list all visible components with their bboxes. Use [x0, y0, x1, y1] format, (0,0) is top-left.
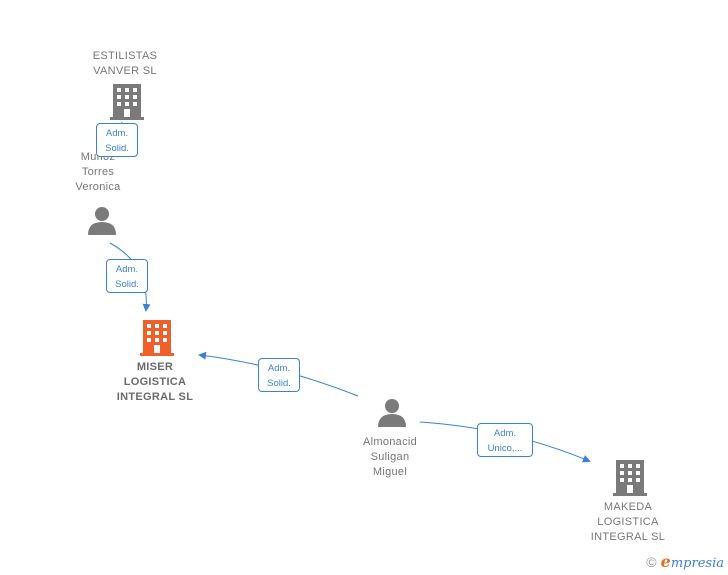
node-estilistas[interactable]: ESTILISTAS VANVER SL [65, 49, 185, 79]
building-icon-highlight [140, 320, 174, 356]
brand-logo-e: e [660, 552, 671, 571]
edge-badge-almonacid-miser[interactable]: Adm. Solid. [258, 358, 300, 392]
edge-badge-almonacid-makeda[interactable]: Adm. Unico,... [477, 423, 533, 457]
edge-badge-munoz-estilistas[interactable]: Adm. Solid. [96, 123, 138, 157]
person-icon [88, 207, 116, 235]
copyright-icon: © [646, 554, 657, 570]
person-icon [378, 399, 406, 427]
building-icon [613, 460, 647, 496]
node-almonacid[interactable]: Almonacid Suligan Miguel [340, 435, 440, 480]
node-makeda[interactable]: MAKEDA LOGISTICA INTEGRAL SL [568, 500, 688, 545]
node-makeda-label: MAKEDA LOGISTICA INTEGRAL SL [590, 501, 666, 543]
brand-logo-text: mpresia [670, 556, 724, 571]
node-miser[interactable]: MISER LOGISTICA INTEGRAL SL [95, 360, 215, 405]
node-almonacid-label: Almonacid Suligan Miguel [362, 436, 418, 478]
node-estilistas-label: ESTILISTAS VANVER SL [92, 50, 158, 77]
building-icon [110, 84, 144, 120]
node-miser-label: MISER LOGISTICA INTEGRAL SL [116, 361, 194, 403]
edge-badge-munoz-miser[interactable]: Adm. Solid. [106, 259, 148, 293]
footer-brand[interactable]: © empresia [646, 552, 724, 571]
node-munoz[interactable]: Muñoz Torres Veronica [48, 150, 148, 195]
node-munoz-label: Muñoz Torres Veronica [75, 151, 121, 193]
